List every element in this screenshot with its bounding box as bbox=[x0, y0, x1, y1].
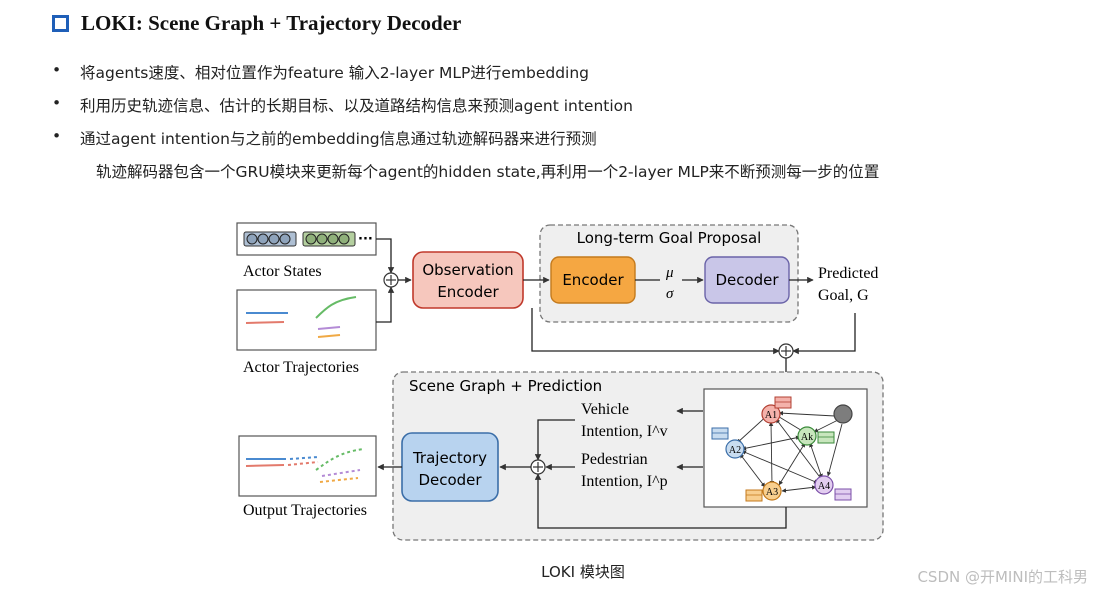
csdn-watermark: CSDN @开MINI的工科男 bbox=[917, 568, 1088, 586]
bullet-text: 利用历史轨迹信息、估计的长期目标、以及道路结构信息来预测agent intent… bbox=[80, 97, 633, 115]
node-a3 bbox=[762, 481, 782, 501]
actor-trajectories-box bbox=[236, 289, 377, 351]
svg-text:A3: A3 bbox=[766, 487, 778, 498]
trajectory-decoder-box bbox=[401, 432, 499, 502]
node-a4 bbox=[814, 475, 834, 495]
page-title-row: LOKI: Scene Graph + Trajectory Decoder bbox=[52, 8, 461, 38]
node-unknown bbox=[833, 404, 853, 424]
vehicle-intention-line2: Intention, I^v bbox=[581, 423, 668, 440]
node-a2 bbox=[725, 439, 745, 459]
title-square-icon bbox=[52, 14, 69, 32]
vehicle-intention-line1: Vehicle bbox=[581, 401, 629, 418]
svg-text:Ak: Ak bbox=[801, 432, 813, 443]
encoder-label: Encoder bbox=[562, 271, 624, 289]
plus-junction-2 bbox=[778, 343, 794, 359]
bullet-text: 将agents速度、相对位置作为feature 输入2-layer MLP进行e… bbox=[80, 64, 590, 82]
trajectory-decoder-label-line2: Decoder bbox=[418, 471, 482, 489]
bullet-dot-icon: • bbox=[52, 127, 62, 145]
predicted-goal-line2: Goal, G bbox=[818, 287, 869, 304]
actor-states-box: ··· bbox=[236, 222, 377, 256]
actor-trajectories-label: Actor Trajectories bbox=[243, 359, 359, 376]
long-term-goal-title: Long-term Goal Proposal bbox=[577, 229, 762, 247]
decoder-label: Decoder bbox=[715, 271, 779, 289]
output-trajectories-box bbox=[238, 435, 377, 497]
plus-junction-1 bbox=[383, 272, 399, 288]
pedestrian-intention-line1: Pedestrian bbox=[581, 451, 648, 468]
output-trajectories-label: Output Trajectories bbox=[243, 502, 367, 519]
bullet-item: • 通过agent intention与之前的embedding信息通过轨迹解码… bbox=[52, 127, 597, 149]
node-ak bbox=[797, 426, 817, 446]
pedestrian-intention-line2: Intention, I^p bbox=[581, 473, 668, 490]
node-a1 bbox=[761, 404, 781, 424]
mu-symbol: μ bbox=[665, 265, 674, 281]
page-title: LOKI: Scene Graph + Trajectory Decoder bbox=[81, 10, 462, 35]
scene-graph-title: Scene Graph + Prediction bbox=[409, 377, 602, 395]
svg-text:A4: A4 bbox=[818, 481, 830, 492]
predicted-goal-line1: Predicted bbox=[818, 265, 878, 282]
bullet-text: 通过agent intention与之前的embedding信息通过轨迹解码器来… bbox=[80, 130, 597, 148]
bullet-dot-icon: • bbox=[52, 94, 62, 112]
bullet-item: • 将agents速度、相对位置作为feature 输入2-layer MLP进… bbox=[52, 61, 589, 83]
actor-states-label: Actor States bbox=[243, 263, 322, 280]
trajectory-decoder-label-line1: Trajectory bbox=[412, 449, 487, 467]
svg-text:A2: A2 bbox=[729, 445, 741, 456]
sub-bullet-text: 轨迹解码器包含一个GRU模块来更新每个agent的hidden state,再利… bbox=[96, 163, 880, 181]
bullet-item: • 利用历史轨迹信息、估计的长期目标、以及道路结构信息来预测agent inte… bbox=[52, 94, 633, 116]
ellipsis-text: ··· bbox=[358, 232, 373, 247]
sigma-symbol: σ bbox=[666, 286, 674, 302]
plus-junction-3 bbox=[530, 459, 546, 475]
bullet-dot-icon: • bbox=[52, 61, 62, 79]
observation-encoder-label-line2: Encoder bbox=[437, 283, 499, 301]
scene-graph-panel: A1 A2 Ak A3 A4 bbox=[703, 388, 868, 508]
observation-encoder-label-line1: Observation bbox=[422, 261, 513, 279]
svg-text:A1: A1 bbox=[765, 410, 777, 421]
figure-caption: LOKI 模块图 bbox=[541, 563, 625, 581]
